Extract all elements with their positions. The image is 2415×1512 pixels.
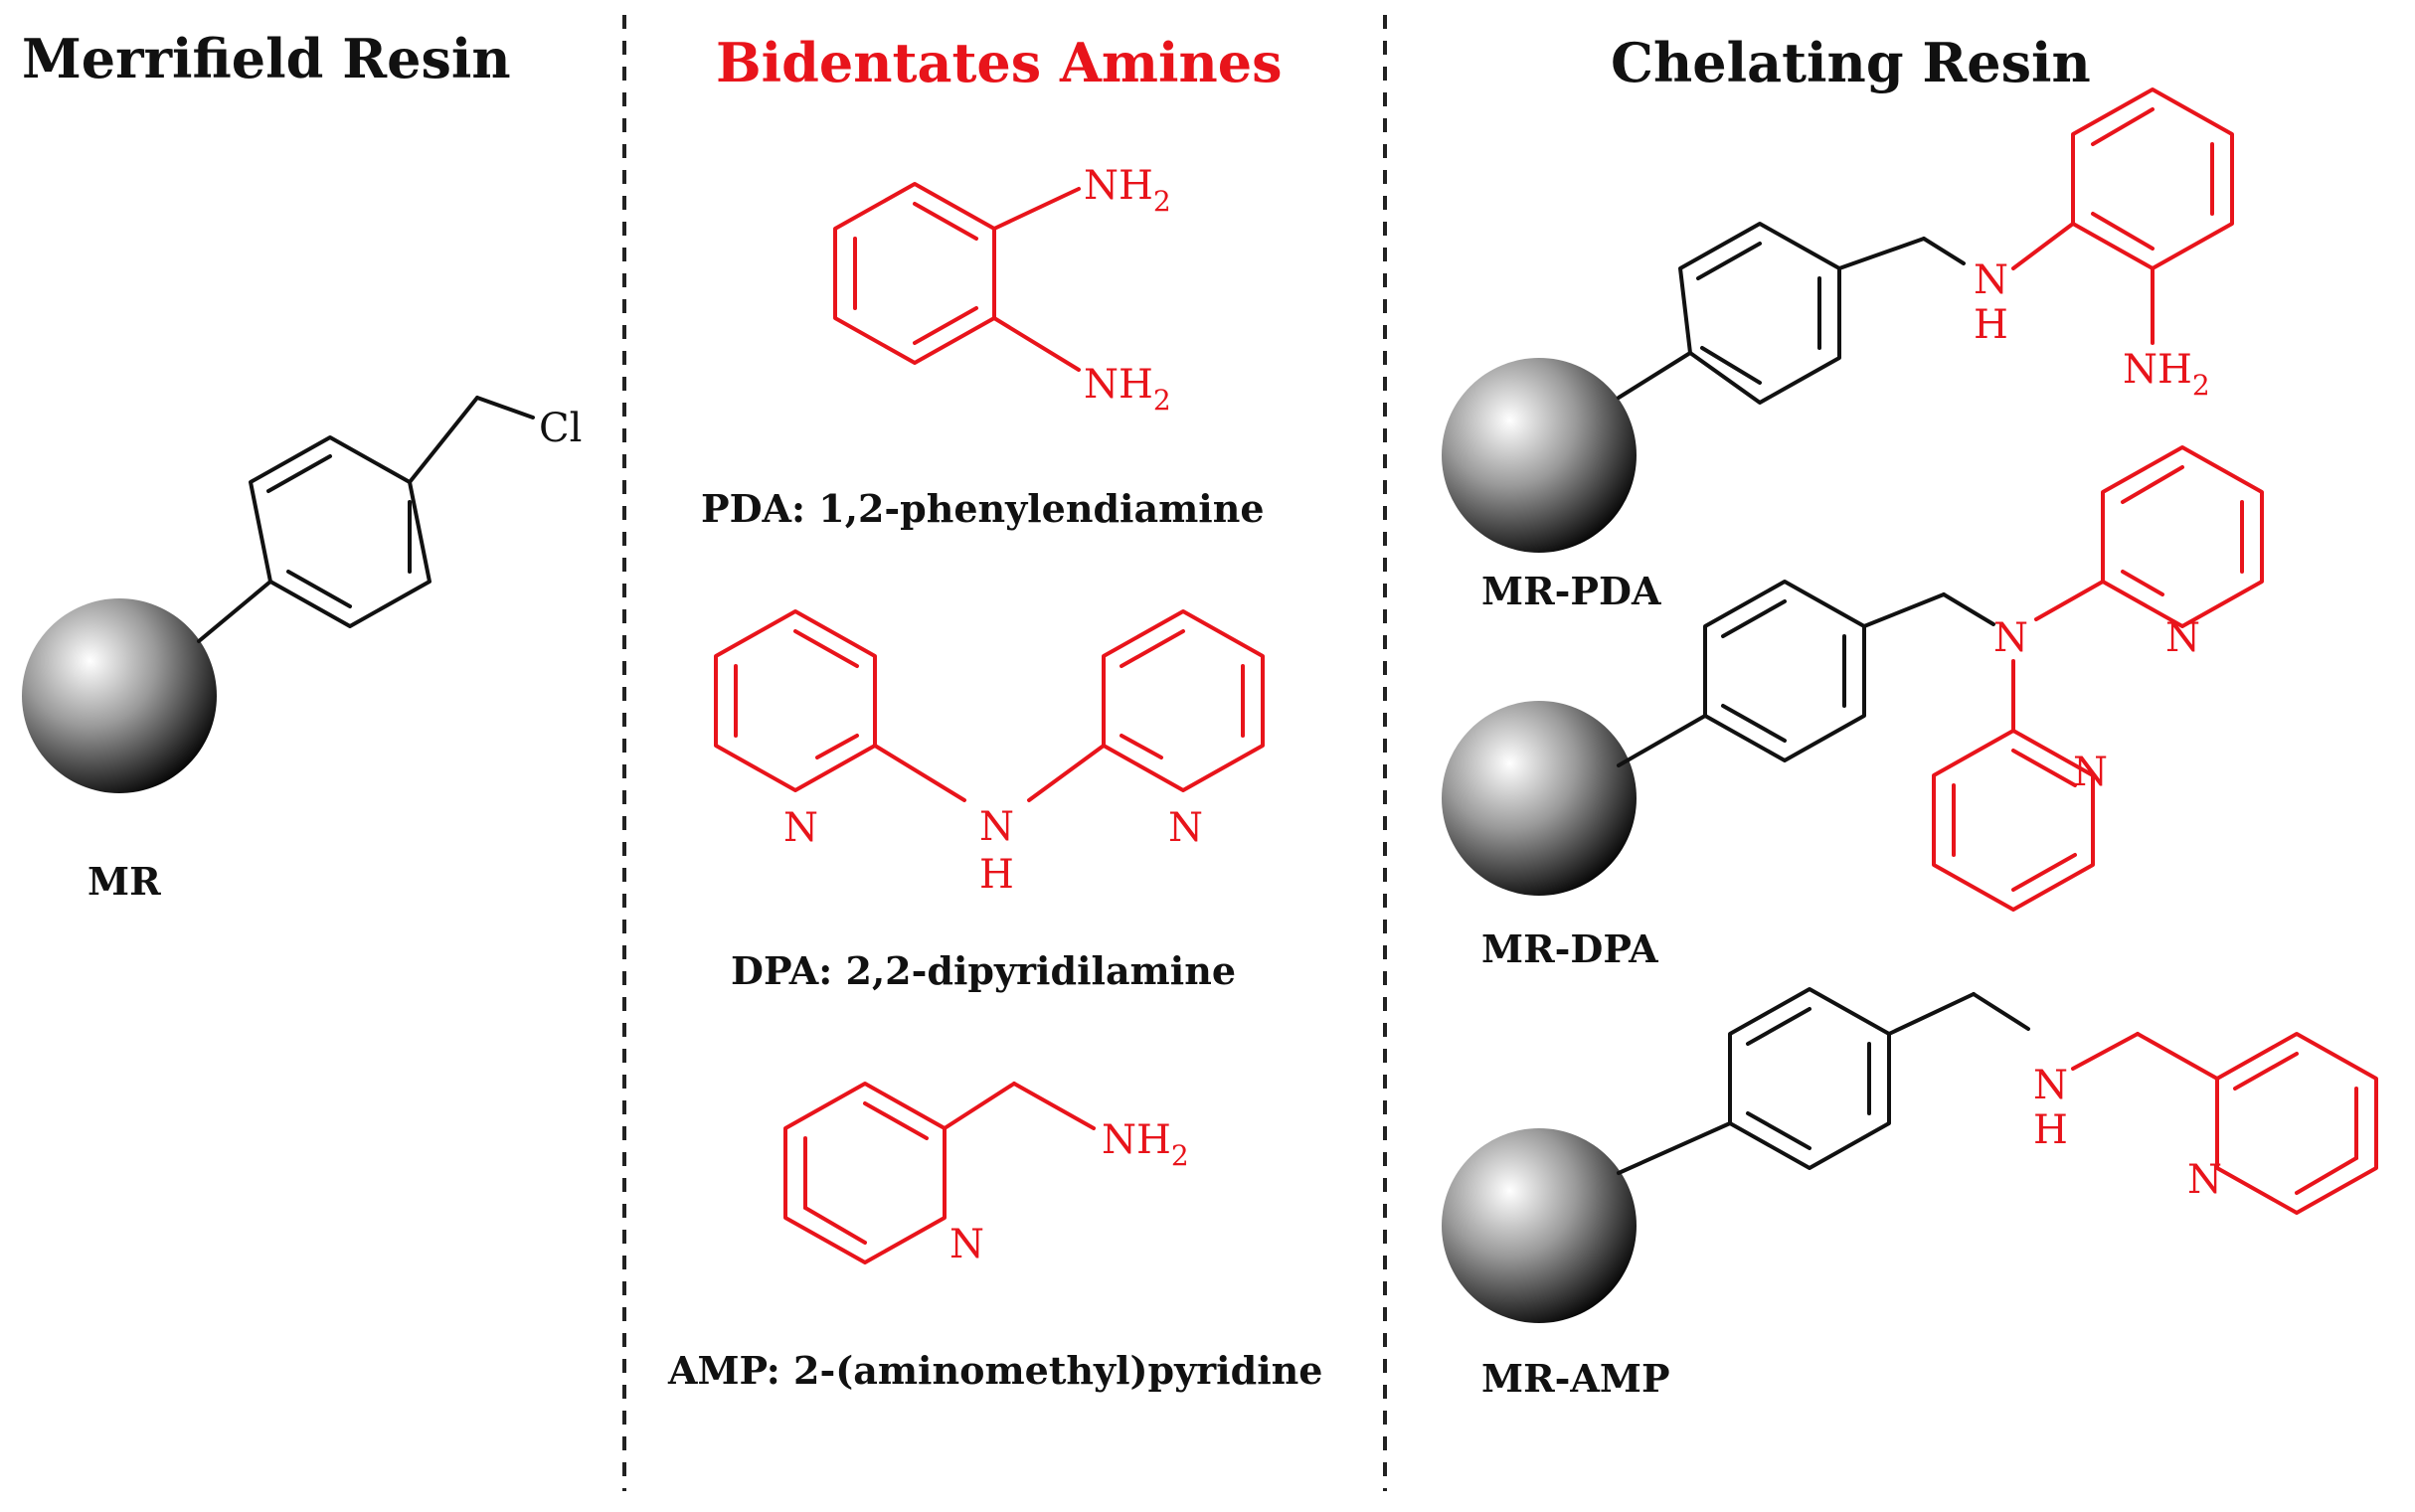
chlorine-atom: Cl [539, 406, 582, 451]
mr-pda-nh2: NH2 [2123, 347, 2210, 402]
mr-amp-structure: N H N [1442, 987, 2378, 1323]
label-dpa: DPA: 2,2-dipyridilamine [731, 948, 1236, 993]
merrifield-resin-header: Merrifield Resin [22, 27, 511, 90]
dpa-pyridine-n-left: N [783, 805, 818, 851]
dpa-amine-n: N [979, 804, 1014, 850]
amp-nh2: NH2 [1102, 1117, 1189, 1172]
amp-pyridine-n: N [949, 1222, 984, 1267]
dpa-structure: N N H N [714, 609, 1265, 898]
mr-amp-amine-h: H [2033, 1107, 2068, 1153]
label-mr-dpa: MR-DPA [1481, 926, 1658, 971]
resin-bead-mr-dpa [1442, 701, 1637, 896]
mr-amp-amine-n: N [2033, 1063, 2068, 1108]
resin-bead-mr [22, 598, 217, 793]
merrifield-resin-structure: Cl [22, 396, 582, 793]
label-mr-pda: MR-PDA [1481, 569, 1661, 613]
resin-bead-mr-pda [1442, 358, 1637, 553]
mr-pda-structure: N H NH2 [1442, 87, 2234, 553]
mr-pda-amine-n: N [1974, 257, 2008, 303]
mr-dpa-pyridine-n-bottom: N [2073, 750, 2108, 795]
pda-nh2-bottom: NH2 [1084, 362, 1171, 417]
label-amp: AMP: 2-(aminomethyl)pyridine [667, 1348, 1322, 1393]
bidentate-amines-header: Bidentates Amines [716, 31, 1283, 94]
label-mr: MR [87, 859, 161, 904]
label-mr-amp: MR-AMP [1481, 1356, 1670, 1401]
mr-dpa-structure: N N N [1442, 445, 2264, 912]
resin-bead-mr-amp [1442, 1128, 1637, 1323]
label-pda: PDA: 1,2-phenylendiamine [701, 486, 1265, 531]
dpa-amine-h: H [979, 852, 1014, 898]
mr-dpa-amine-n: N [1993, 615, 2028, 661]
chelating-resin-header: Chelating Resin [1611, 31, 2091, 94]
mr-pda-amine-h: H [1974, 302, 2008, 348]
mr-dpa-pyridine-n-top: N [2165, 615, 2200, 661]
dpa-pyridine-n-right: N [1168, 805, 1203, 851]
pda-structure: NH2 NH2 [833, 163, 1171, 417]
pda-nh2-top: NH2 [1084, 163, 1171, 218]
amp-structure: N NH2 [783, 1082, 1189, 1267]
mr-amp-pyridine-n: N [2187, 1157, 2222, 1203]
